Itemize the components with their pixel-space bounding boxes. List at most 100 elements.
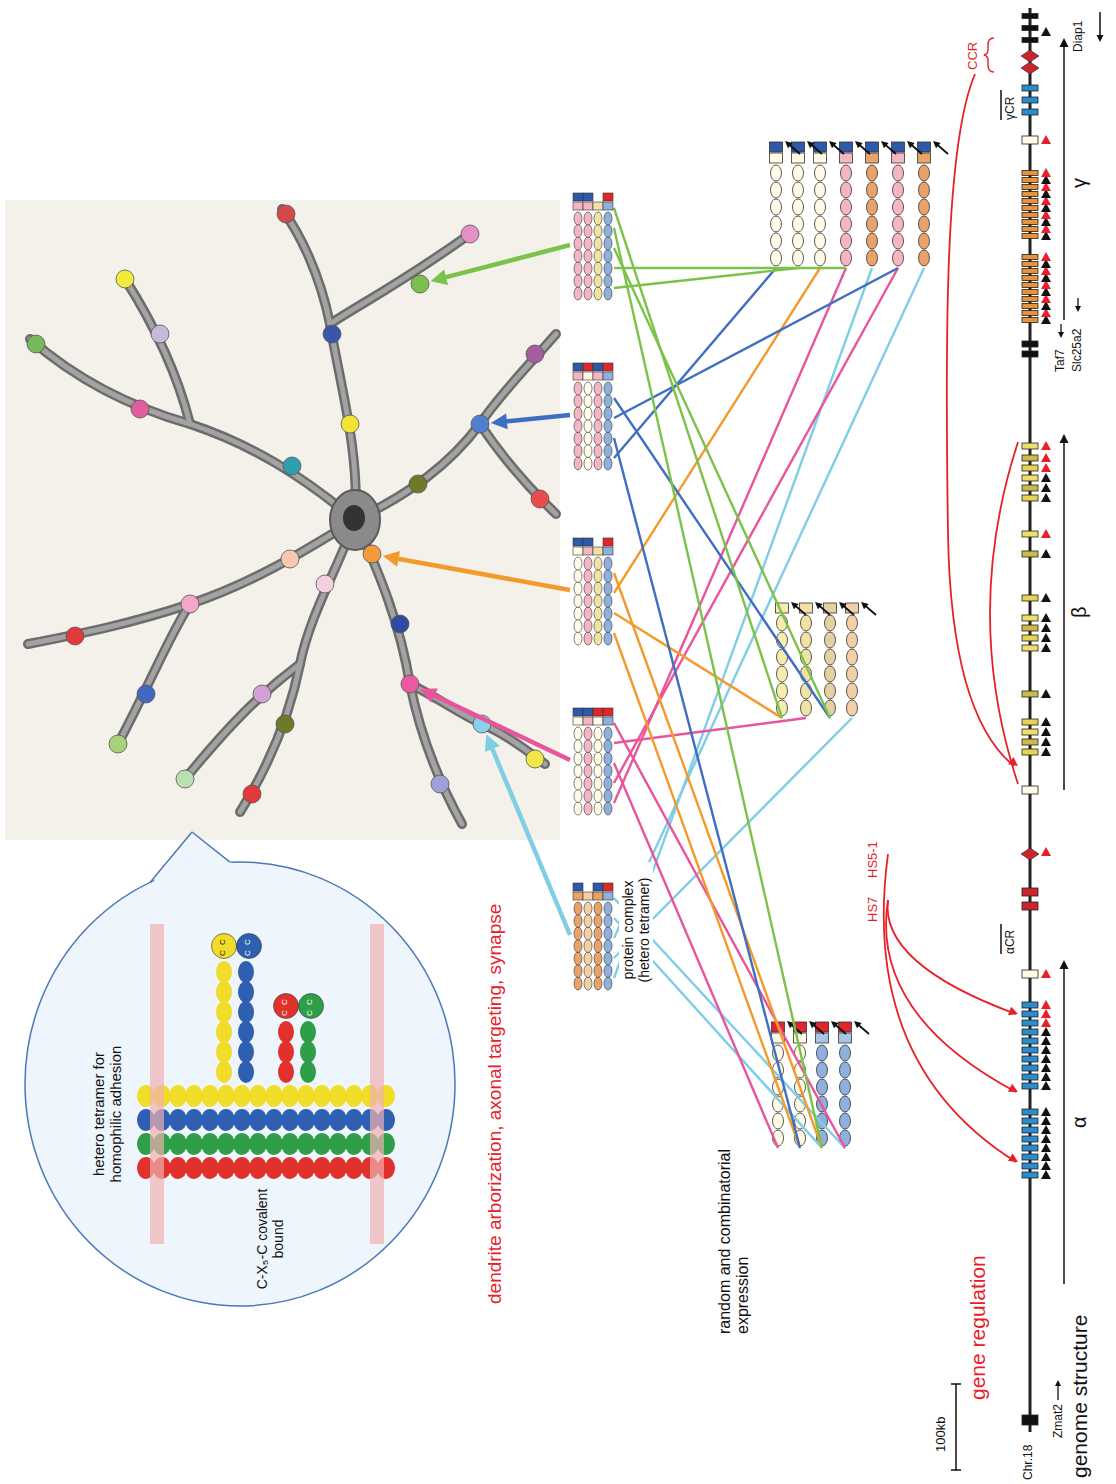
exon-box [1022,531,1038,537]
cadherin-domain [574,382,582,395]
exon-box [1022,38,1038,43]
promoter-triangle [1041,473,1051,482]
cadherin-domain [574,940,582,953]
cysteine-cap [237,934,262,959]
exon-box [1022,635,1038,641]
tail-domain [300,1041,316,1063]
cytoplasmic-box [583,538,593,546]
transmembrane-box [573,717,583,725]
cytoplasmic-box [583,363,593,371]
cadherin-domain [893,216,904,232]
cadherin-domain [919,250,930,266]
cadherin-domain [604,802,612,815]
chromosome-label: Chr.18 [1022,1445,1036,1480]
promoter-triangle [1041,1081,1051,1090]
cytoplasmic-box [573,193,583,201]
promoter-triangle [1041,1152,1051,1161]
cysteine-letter: C [244,950,252,956]
expression-arrow [858,1024,869,1034]
expression-label: random and combinatorial expression [716,1124,753,1334]
cadherin-domain [584,977,592,990]
cadherin-domain [584,965,592,978]
adhesion-dot [137,685,155,703]
assembly-line [614,613,782,718]
exon-box [1022,97,1038,103]
transmembrane-box [792,153,805,163]
section-heading: gene regulation [966,1255,990,1400]
cadherin-domain [604,740,612,753]
cadherin-domain [604,790,612,803]
cadherin-domain [604,607,612,620]
exon-box [1022,318,1038,323]
cadherin-domain [867,233,878,249]
cadherin-domain [815,182,826,198]
dendrite-highlight [330,234,470,324]
scale-tick [951,1383,961,1385]
tail-domain [238,961,254,983]
cadherin-domain [771,216,782,232]
targeting-arrow [442,245,571,278]
promoter-triangle [1041,623,1051,632]
promoter-triangle [1041,453,1051,462]
exon-box [1022,109,1038,115]
exon-box [1022,1002,1038,1008]
cadherin-domain [604,977,612,990]
strand-domain [201,1085,219,1107]
regulation-arc [990,442,1018,784]
assembly-line [614,268,776,458]
cadherin-domain [574,790,582,803]
exon-box [1022,495,1038,501]
arrow-head [491,413,508,429]
strand-domain [345,1085,363,1107]
strand-domain [201,1133,219,1155]
cadherin-domain [825,632,836,648]
cadherin-domain [574,952,582,965]
cadherin-domain [825,615,836,631]
cadherin-domain [817,1079,828,1095]
exon-box [1022,297,1038,302]
promoter-triangle [1041,1009,1051,1018]
strand-domain [185,1157,203,1179]
cadherin-domain [584,382,592,395]
exon-box [1022,192,1038,197]
cadherin-domain [594,607,602,620]
cadherin-domain [594,765,602,778]
complex-label: protein complex (hetero tetramer) [619,862,653,998]
cadherin-domain [574,727,582,740]
strand-domain [185,1133,203,1155]
assembly-line [614,723,845,1148]
cadherin-domain [604,765,612,778]
adhesion-dot [66,627,84,645]
cadherin-domain [817,1045,828,1061]
cadherin-domain [893,182,904,198]
regulation-arc [947,74,1014,766]
cadherin-domain [919,182,930,198]
cadherin-domain [604,940,612,953]
cadherin-domain [604,952,612,965]
cadherin-domain [867,216,878,232]
strand-domain [329,1157,347,1179]
dendrite-highlight [125,279,190,424]
cadherin-domain [771,233,782,249]
cadherin-domain [867,199,878,215]
strand-domain [249,1085,267,1107]
tail-domain [216,961,232,983]
cadherin-domain [604,582,612,595]
dendrite [480,424,556,514]
transmembrane-box [593,892,603,900]
arrow-head [839,602,847,609]
cadherin-domain [847,666,858,682]
tail-domain [278,1021,294,1043]
cadherin-domain [574,977,582,990]
regulation-arc [884,854,1016,1162]
cadherin-domain [584,595,592,608]
arrow-head [791,602,799,609]
adhesion-dot [323,325,341,343]
cadherin-domain [604,570,612,583]
adhesion-dot [411,275,429,293]
cytoplasmic-box [770,142,783,152]
cytoplasmic-box [816,1022,829,1032]
exon-box [1022,1020,1038,1026]
cytoplasmic-box [918,142,931,152]
adhesion-dot [276,715,294,733]
